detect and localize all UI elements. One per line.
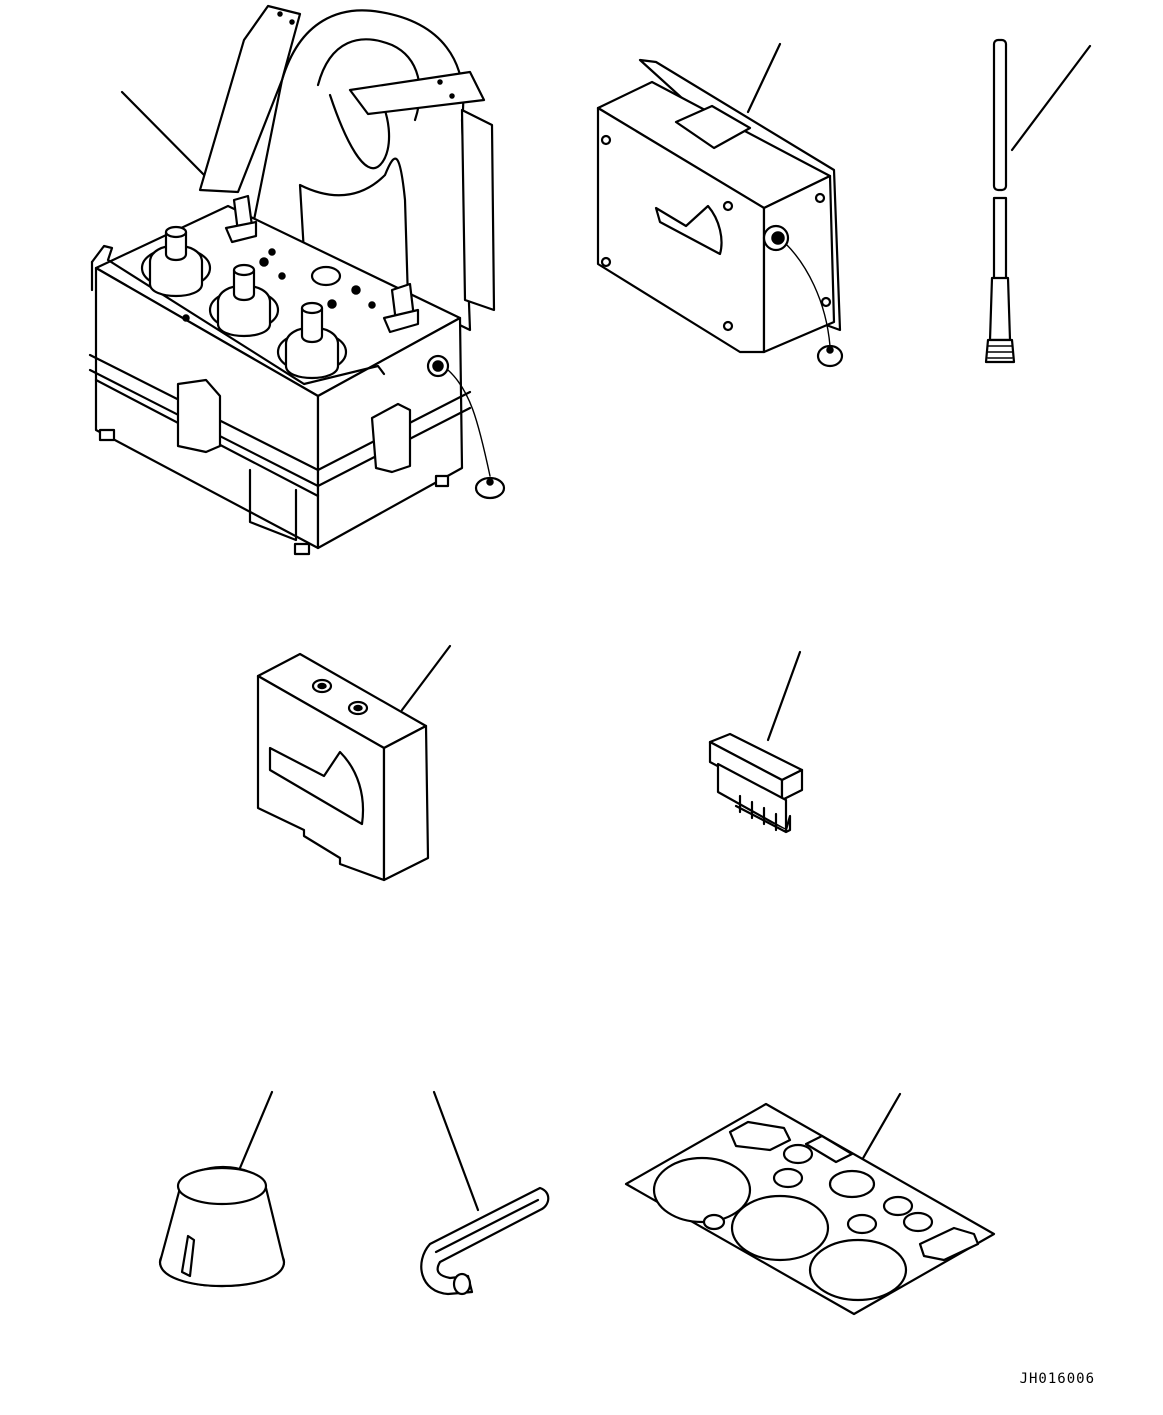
control-module-icon [256,644,452,882]
leader-line-receiver [746,42,782,114]
clip-left [176,378,222,454]
connector-icon [708,650,804,834]
leader-line-knob [238,1090,274,1170]
allen-key-icon [420,1090,550,1296]
leader-line-transmitter [120,90,214,185]
knob-icon [158,1090,286,1288]
leader-line-sheet [860,1092,902,1162]
joystick-icon [208,263,280,338]
antenna-icon [984,38,1092,364]
leader-line-connector [766,650,802,742]
receiver-label-plate [674,104,752,150]
harness-strap-right [460,108,496,312]
leader-line-module [400,644,452,712]
joystick-icon [276,301,348,380]
clip-right [370,402,412,474]
joystick-icon [140,225,212,298]
harness-strap-left [198,4,302,194]
harness-bar [348,70,486,116]
leader-line-wrench [432,1090,480,1212]
label-sheet-icon [624,1092,996,1316]
drawing-code: JH016006 [1019,1371,1095,1387]
transmitter-box-icon [88,4,506,556]
receiver-box-icon [596,42,844,368]
leader-line-antenna [1010,44,1092,152]
